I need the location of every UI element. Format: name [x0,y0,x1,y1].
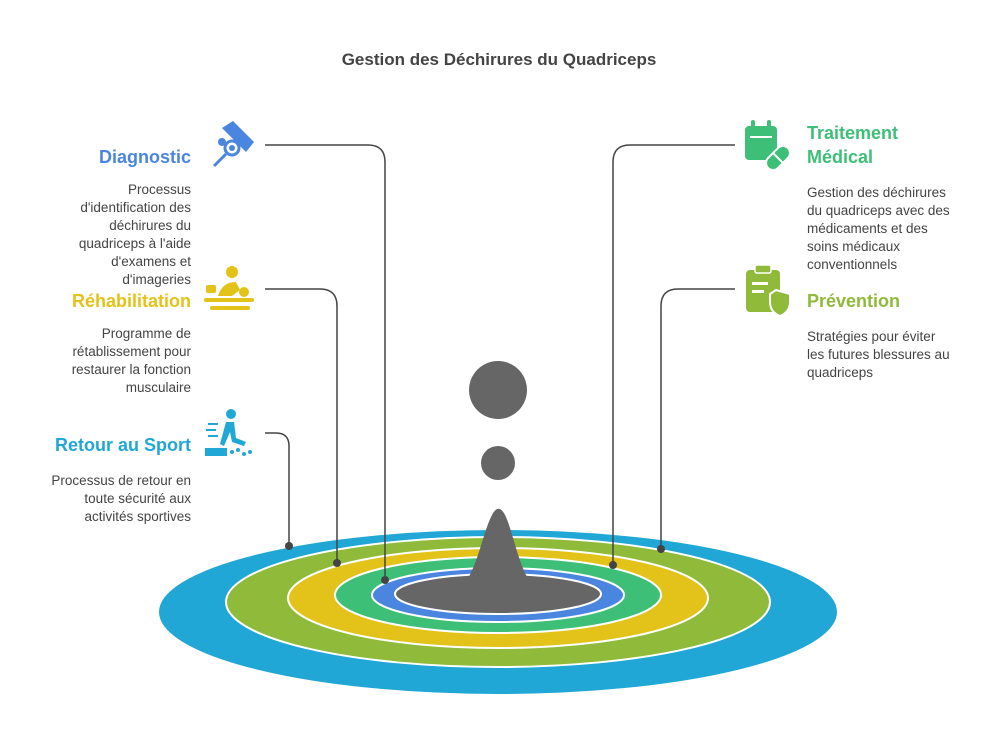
text-line: restaurer la fonction [71,362,191,377]
text-line: déchirures du [109,218,191,233]
text-line: soins médicaux [807,239,901,254]
connector-dot-diagnostic [381,576,389,584]
text-line: les futures blessures au [807,347,950,362]
text-line: quadriceps [807,365,874,380]
text-line: toute sécurité aux [84,491,191,506]
text-line: activités sportives [84,509,191,524]
text-line: Processus de retour en [51,473,191,488]
connector-dot-prevention [657,545,665,553]
heading-diagnostic: Diagnostic [98,147,191,167]
desc-prevention: Stratégies pour éviter les futures blessu… [807,328,950,382]
text-line: Traitement [807,123,899,143]
connector-traitement [612,144,735,565]
text-line: Stratégies pour éviter [807,329,936,344]
desc-retour: Processus de retour en toute sécurité aux… [51,472,191,526]
text-line: du quadriceps avec des [807,203,950,218]
connector-retour [265,432,290,546]
text-line: Gestion des déchirures [807,185,946,200]
text-line: Médical [807,147,874,167]
diagram-title: Gestion des Déchirures du Quadriceps [341,50,657,69]
text-line: rétablissement pour [72,344,191,359]
heading-rehabilitation: Réhabilitation [71,291,191,311]
desc-diagnostic: Processus d'identification des déchirures … [79,181,191,289]
running-person-icon [205,409,252,456]
water-splash [448,508,548,597]
clipboard-shield-icon [746,264,791,318]
connector-dot-traitement [609,561,617,569]
connector-dot-retour [285,542,293,550]
text-line: d'identification des [80,200,191,215]
calendar-pill-icon [745,120,791,171]
connector-prevention [660,288,735,549]
text-line: musculaire [125,380,191,395]
text-line: quadriceps à l'aide [78,236,191,251]
text-line: Processus [127,182,191,197]
text-line: d'examens et [111,254,191,269]
connector-rehabilitation [265,288,338,563]
text-line: conventionnels [807,257,898,272]
text-line: médicaments et des [807,221,928,236]
text-line: Programme de [101,326,191,341]
doctor-magnifier-icon [212,121,254,168]
desc-rehabilitation: Programme de rétablissement pour restaurer… [72,325,191,397]
text-line: d'imageries [122,272,191,287]
drop-large [469,361,527,419]
drop-small [481,446,515,480]
connector-diagnostic [265,144,386,580]
heading-retour: Retour au Sport [54,435,191,455]
desc-traitement: Gestion des déchirures du quadriceps avec… [807,184,950,274]
massage-therapy-icon [204,266,254,310]
connector-dot-rehabilitation [333,559,341,567]
heading-prevention: Prévention [807,291,901,311]
